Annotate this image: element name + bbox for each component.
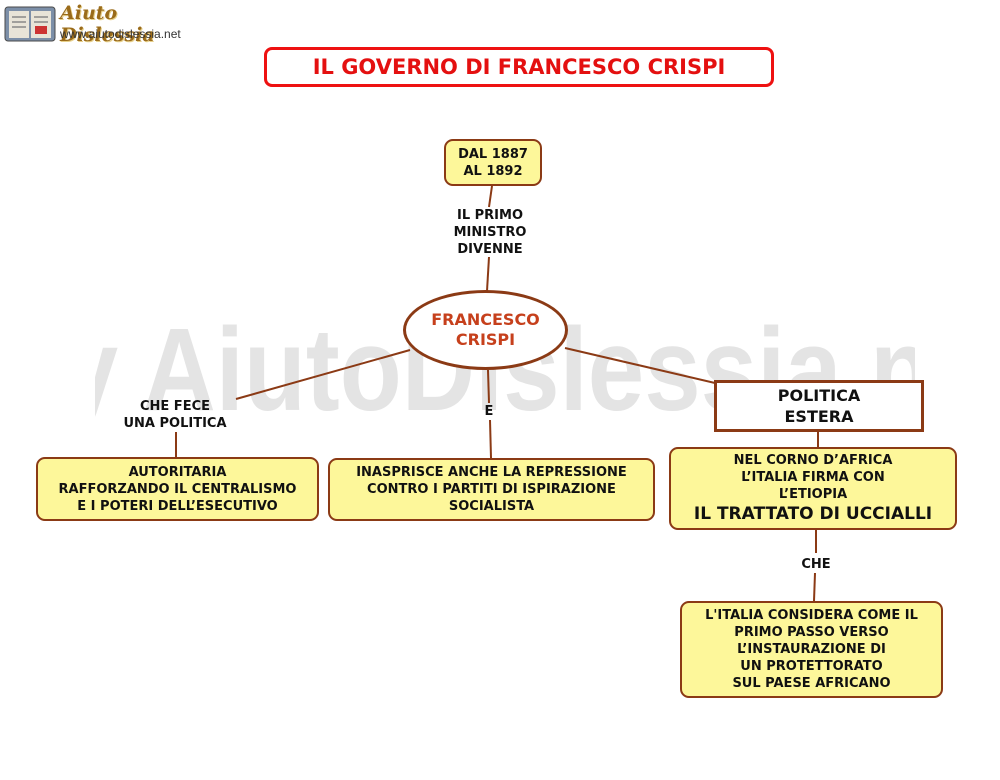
dates-box: DAL 1887 AL 1892 xyxy=(444,139,542,186)
politica-estera-box: POLITICA ESTERA xyxy=(714,380,924,432)
line-dates-to-label xyxy=(488,185,493,208)
line-central-to-politica xyxy=(564,347,716,384)
central-node-francesco-crispi: FRANCESCO CRISPI xyxy=(403,290,568,370)
link-label-primo-ministro: IL PRIMO MINISTRO DIVENNE xyxy=(453,208,527,257)
link-label-che-fece: CHE FECE UNA POLITICA xyxy=(123,399,227,431)
repressione-box: INASPRISCE ANCHE LA REPRESSIONE CONTRO I… xyxy=(328,458,655,521)
link-label-e: E xyxy=(484,404,494,419)
book-logo-icon xyxy=(4,6,56,42)
line-che-to-protettorato xyxy=(813,572,816,602)
corno-africa-text: NEL CORNO D’AFRICA L’ITALIA FIRMA CON L’… xyxy=(733,453,893,502)
line-central-to-e xyxy=(487,369,490,404)
protettorato-box: L'ITALIA CONSIDERA COME IL PRIMO PASSO V… xyxy=(680,601,943,698)
page-title: IL GOVERNO DI FRANCESCO CRISPI xyxy=(264,47,774,87)
line-central-to-chefece xyxy=(235,349,411,400)
line-e-to-repressione xyxy=(489,419,492,459)
corno-africa-box: NEL CORNO D’AFRICA L’ITALIA FIRMA CON L’… xyxy=(669,447,957,530)
logo-url: www.aiutodislessia.net xyxy=(60,27,181,41)
link-label-che: CHE xyxy=(801,557,831,572)
logo-name: Aiuto Dislessia xyxy=(60,2,155,46)
autoritaria-box: AUTORITARIA RAFFORZANDO IL CENTRALISMO E… xyxy=(36,457,319,521)
site-logo[interactable]: Aiuto Dislessia www.aiutodislessia.net xyxy=(0,0,210,48)
trattato-uccialli-text: IL TRATTATO DI UCCIALLI xyxy=(693,504,933,524)
line-label-to-central xyxy=(486,256,490,292)
